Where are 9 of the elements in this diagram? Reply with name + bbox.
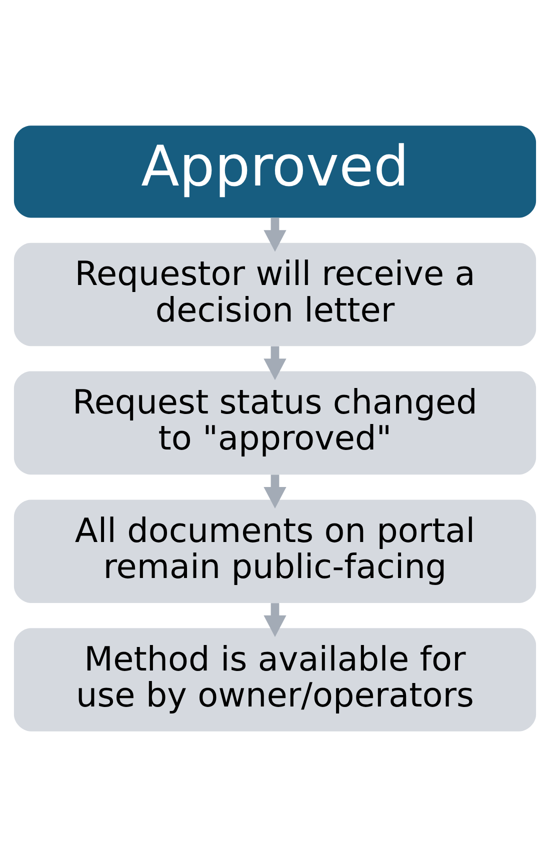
node-box: Method is available for use by owner/operators: [14, 628, 536, 732]
arrow: [264, 474, 286, 509]
node-box: Approved: [14, 126, 536, 218]
arrow: [264, 218, 286, 252]
node-box: All documents on portal remain public-facing: [14, 500, 536, 603]
node-box: Request status changed to "approved": [14, 371, 536, 475]
arrow: [264, 346, 286, 380]
node-box: Requestor will receive a decision letter: [14, 242, 536, 346]
arrow: [264, 603, 286, 637]
